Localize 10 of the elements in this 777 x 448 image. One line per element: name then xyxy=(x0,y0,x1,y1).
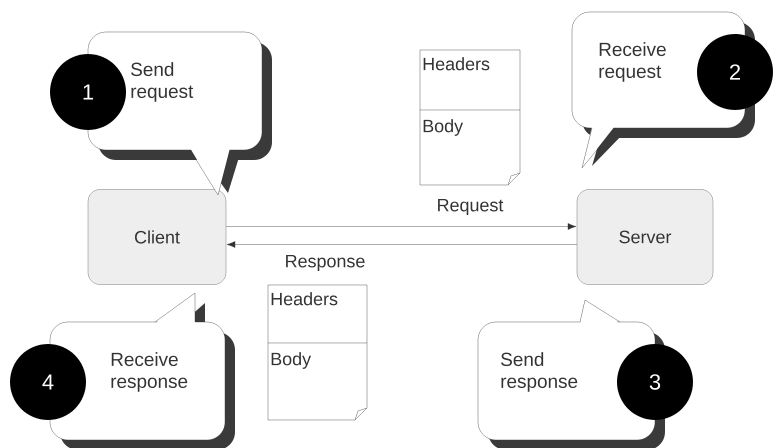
arrow xyxy=(226,241,577,248)
edge-label: Request xyxy=(436,198,504,216)
process-box: Server xyxy=(576,189,714,285)
step-number: 2 xyxy=(697,34,773,110)
process-box: Client xyxy=(88,189,226,285)
arrow xyxy=(226,223,576,230)
edge-label: Response xyxy=(284,254,366,272)
step-number: 1 xyxy=(50,54,126,130)
step-number: 3 xyxy=(617,344,693,420)
step-number: 4 xyxy=(10,344,86,420)
